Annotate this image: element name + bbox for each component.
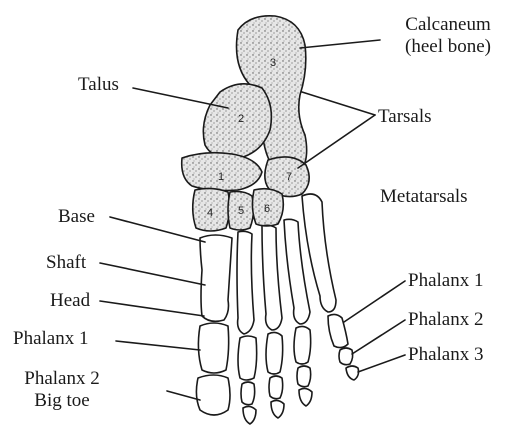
metatarsal-1 bbox=[200, 235, 232, 321]
leader-talus bbox=[133, 88, 228, 108]
leader-phalanx2-left bbox=[167, 391, 200, 400]
leader-head bbox=[100, 301, 204, 316]
bone-number-7: 7 bbox=[286, 171, 292, 183]
label-calcaneum-line1: Calcaneum bbox=[383, 14, 513, 36]
big-toe-phalanx-1 bbox=[198, 323, 228, 373]
leader-tarsals-2 bbox=[298, 115, 375, 168]
leader-calcaneum bbox=[300, 40, 380, 48]
label-calcaneum-line2: (heel bone) bbox=[383, 36, 513, 58]
leader-phalanx3-right bbox=[358, 355, 405, 372]
bone-number-1: 1 bbox=[218, 171, 224, 183]
bone-number-4: 4 bbox=[207, 207, 213, 219]
label-phalanx2-bigtoe: Phalanx 2 Big toe bbox=[6, 368, 118, 412]
metatarsal-3 bbox=[262, 225, 282, 330]
label-shaft: Shaft bbox=[46, 252, 86, 274]
leader-base bbox=[110, 217, 205, 242]
leader-phalanx1-right bbox=[344, 281, 405, 322]
little-toe-phalanx-1 bbox=[328, 314, 348, 347]
leader-phalanx1-left bbox=[116, 341, 200, 350]
label-tarsals: Tarsals bbox=[378, 106, 432, 128]
label-base: Base bbox=[58, 206, 95, 228]
leader-phalanx2-right bbox=[352, 320, 405, 354]
label-phalanx1-right: Phalanx 1 bbox=[408, 270, 483, 292]
metatarsal-2 bbox=[237, 231, 254, 334]
label-talus: Talus bbox=[78, 74, 119, 96]
label-head: Head bbox=[50, 290, 90, 312]
label-metatarsals: Metatarsals bbox=[380, 186, 468, 208]
little-toe-phalanx-3 bbox=[346, 366, 359, 380]
label-phalanx1-left: Phalanx 1 bbox=[13, 328, 88, 350]
big-toe-phalanx-2 bbox=[196, 375, 230, 415]
label-phalanx3-right: Phalanx 3 bbox=[408, 344, 483, 366]
label-phalanx2-left: Phalanx 2 bbox=[6, 368, 118, 390]
leader-tarsals-1 bbox=[302, 92, 375, 115]
bone-number-6: 6 bbox=[264, 203, 270, 215]
bone-number-3: 3 bbox=[270, 57, 276, 69]
bone-number-5: 5 bbox=[238, 205, 244, 217]
bone-number-2: 2 bbox=[238, 113, 244, 125]
little-toe-phalanx-2 bbox=[339, 348, 353, 365]
leader-shaft bbox=[100, 263, 205, 285]
label-calcaneum: Calcaneum (heel bone) bbox=[383, 14, 513, 58]
label-big-toe: Big toe bbox=[6, 390, 118, 412]
label-phalanx2-right: Phalanx 2 bbox=[408, 309, 483, 331]
